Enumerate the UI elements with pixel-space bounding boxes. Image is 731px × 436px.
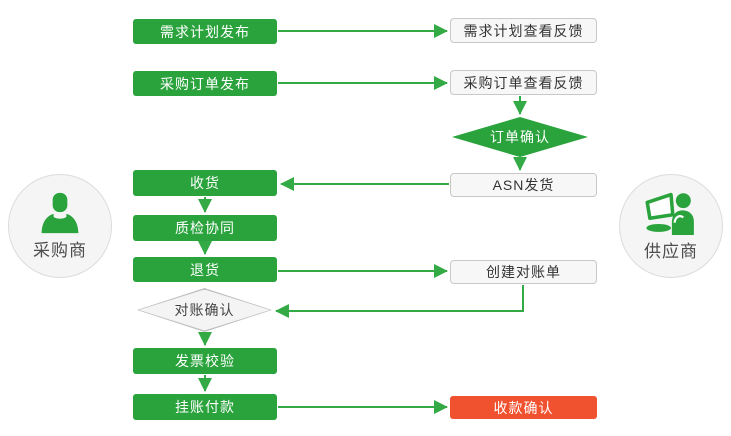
connector-statement-to-reconcile — [275, 285, 524, 318]
person-icon — [41, 192, 79, 233]
decision-statement-confirm: 对账确认 — [137, 288, 272, 332]
node-receipt-confirm: 收款确认 — [450, 396, 597, 419]
node-demand-plan-feedback: 需求计划查看反馈 — [450, 18, 597, 43]
decision-order-confirm: 订单确认 — [452, 117, 588, 157]
node-quality-inspection: 质检协同 — [133, 215, 277, 241]
decision-label: 订单确认 — [490, 129, 550, 145]
node-create-statement: 创建对账单 — [450, 260, 597, 284]
node-asn-ship: ASN发货 — [450, 173, 597, 197]
node-po-feedback: 采购订单查看反馈 — [450, 70, 597, 95]
node-payment: 挂账付款 — [133, 394, 277, 420]
actor-supplier: 供应商 — [619, 174, 723, 278]
actor-label: 采购商 — [33, 240, 87, 260]
node-demand-plan-publish: 需求计划发布 — [133, 19, 277, 44]
node-invoice-verify: 发票校验 — [133, 348, 277, 374]
decision-label: 对账确认 — [174, 302, 235, 318]
person-laptop-icon — [645, 192, 694, 235]
actor-label: 供应商 — [644, 241, 698, 261]
node-receive: 收货 — [133, 170, 277, 196]
node-return-goods: 退货 — [133, 257, 277, 282]
actor-buyer: 采购商 — [8, 174, 112, 278]
node-po-publish: 采购订单发布 — [133, 71, 277, 96]
